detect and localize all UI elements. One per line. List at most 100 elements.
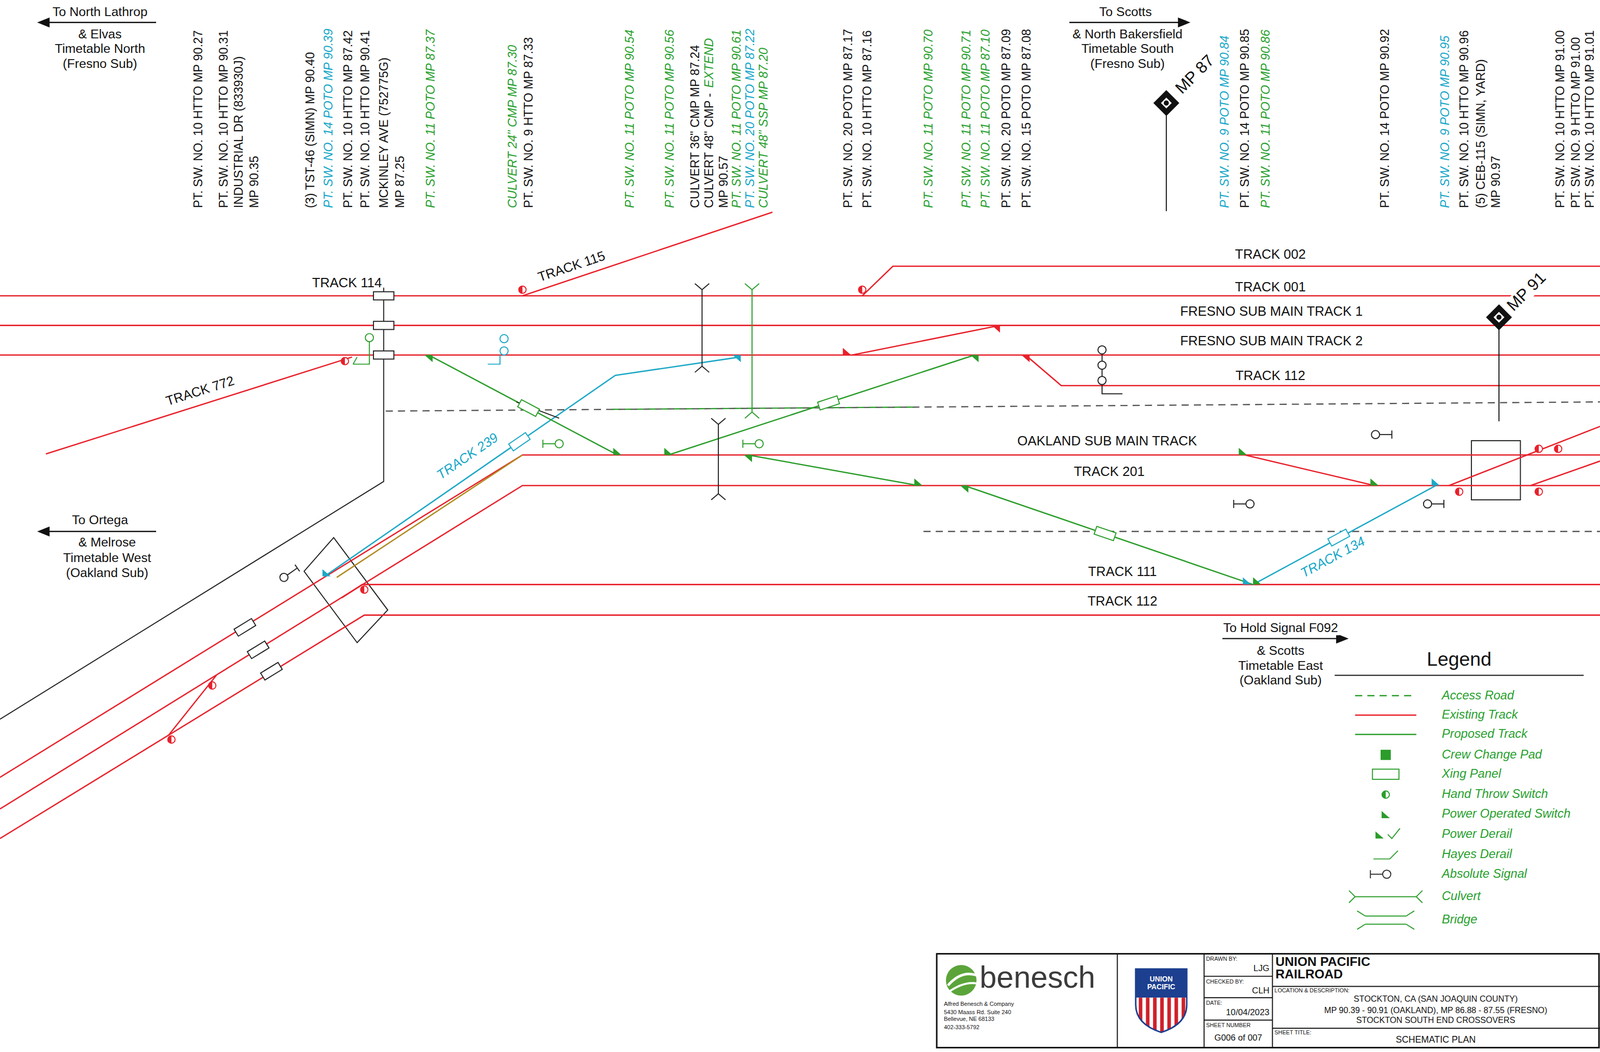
switch-note: PT. SW. NO. 10 HTTO MP 91.00 [1553,29,1567,210]
existing-track [0,454,1600,778]
legend-entry: Xing Panel [1441,767,1501,782]
culvert-symbol [744,283,760,419]
switch-note: PT. SW. NO. 9 HTTO MP 91.00 [1569,36,1582,210]
milepost-note: MP 90.97 [1490,155,1503,210]
cell-text: DRAWN BY: [1206,955,1238,963]
cell-text: G006 of 007 [1214,1033,1262,1043]
absolute-signal [1423,499,1444,509]
track-label: TRACK 002 [1233,247,1307,261]
switch-note: PT. SW. NO. 10 HTTO MP 87.16 [861,29,874,210]
absolute-signal [742,439,763,449]
switch-note: PT. SW. NO. 11 POTO MP 90.61 [730,28,744,210]
switch-note: PT. SW. NO. 10 HTTO MP 87.42 [341,29,355,210]
direction-note: To North Lathrop [51,5,149,19]
cell-text: 402-333-5792 [943,1023,980,1031]
legend-sample [1381,811,1390,819]
absolute-signal [1102,354,1123,395]
relocated-track [324,357,741,577]
title-block [936,954,1600,1049]
existing-track [0,354,1600,356]
railroad-shield [1135,969,1187,1039]
direction-arrow [40,21,157,23]
track-label: TRACK 201 [1072,464,1146,479]
proposed-track [428,355,618,456]
existing-track [522,212,773,296]
title-block [1117,954,1600,1049]
existing-track [341,584,1600,598]
track-label: OAKLAND SUB MAIN TRACK [1016,434,1199,448]
legend-sample [1387,828,1401,840]
legend-sample [1382,791,1390,799]
access-road [923,531,1600,533]
direction-note: Timetable North [53,42,147,56]
xing-panel [517,399,540,417]
road-line [0,287,1521,720]
absolute-signal [1371,430,1392,439]
drawn-by-cell: DRAWN BY:LJG [1204,954,1273,977]
legend-entry: Power Operated Switch [1441,807,1571,822]
cell-text: SHEET NUMBER [1206,1021,1251,1028]
track-label: FRESNO SUB MAIN TRACK 2 [1179,334,1365,348]
direction-note: (Fresno Sub) [1089,58,1166,72]
power-switch [322,569,331,577]
switch-note: PT. SW. NO. 10 HTTO MP 90.31 [217,29,230,210]
culvert-symbol [516,283,760,500]
direction-note: To Scotts [1098,5,1153,19]
switch-note: PT. SW. NO. 11 POTO MP 87.10 [979,28,993,210]
direction-note: & North Bakersfield [1071,28,1184,42]
cell-text: Bellevue, NE 68133 [943,1016,995,1023]
power-switch [991,325,1000,333]
absolute-signal [1097,360,1107,370]
sheet-number-cell: SHEET NUMBER G006 of 007 [1204,1020,1273,1048]
absolute-signal [353,341,370,365]
access-road [385,401,1600,532]
direction-arrow [1069,21,1187,23]
railroad-name-cell: UNION PACIFIC RAILROAD [1272,954,1600,987]
direction-note: To Ortega [71,513,130,527]
legend-sample [1372,769,1399,780]
power-switch [914,478,923,486]
direction-note: Timetable East [1237,659,1325,673]
switch-note: PT. SW. NO. 10 HTTO MP 90.96 [1458,29,1471,210]
direction-arrow [1178,18,1189,27]
direction-note: (Oakland Sub) [64,566,150,580]
cell-text: MP 90.39 - 90.91 (OAKLAND), MP 86.88 - 8… [1324,1005,1548,1015]
xing-panel [1094,526,1117,541]
cell-text: CLH [1251,986,1270,996]
existing-track [862,266,1600,297]
company-logo [945,965,977,996]
existing-track [1530,461,1600,486]
milepost-marker [1486,304,1512,330]
railroad-shield [1145,997,1150,1039]
legend-sample [1370,870,1391,879]
cell-text: UNION PACIFIC [1147,975,1176,992]
cell-text: SCHEMATIC PLAN [1395,1035,1476,1046]
existing-track [168,675,217,736]
hand-throw-switch [518,286,526,294]
culvert-note: EXTEND [703,37,716,90]
direction-note: & Elvas [77,28,123,42]
relocated-track [1253,485,1436,586]
xing-panel [233,618,256,637]
legend-entry: Absolute Signal [1441,867,1527,882]
legend-sample [1355,714,1417,717]
access-road [385,401,1600,412]
existing-track [1025,355,1600,386]
power-switch [664,448,673,456]
absolute-signal [278,333,1444,583]
switch-note: PT. SW. NO. 10 HTTO MP 91.01 [1583,29,1597,210]
direction-note: & Scotts [1255,644,1306,658]
culvert-symbol [711,418,726,500]
railroad-shield [1135,969,1187,998]
track-label: FRESNO SUB MAIN TRACK 1 [1179,304,1365,318]
existing-track [1449,426,1600,486]
power-switch [424,355,433,363]
legend-entry: Crew Change Pad [1441,748,1542,762]
sheet-title-cell: SHEET TITLE:SCHEMATIC PLAN [1272,1028,1600,1048]
direction-arrow [1336,634,1347,644]
switch-note: PT. SW. NO. 11 POTO MP 90.56 [663,28,676,210]
power-switch [613,448,622,456]
road-line [0,287,384,720]
switch-note: PT. SW. NO. 14 POTO MP 90.92 [1378,28,1391,210]
